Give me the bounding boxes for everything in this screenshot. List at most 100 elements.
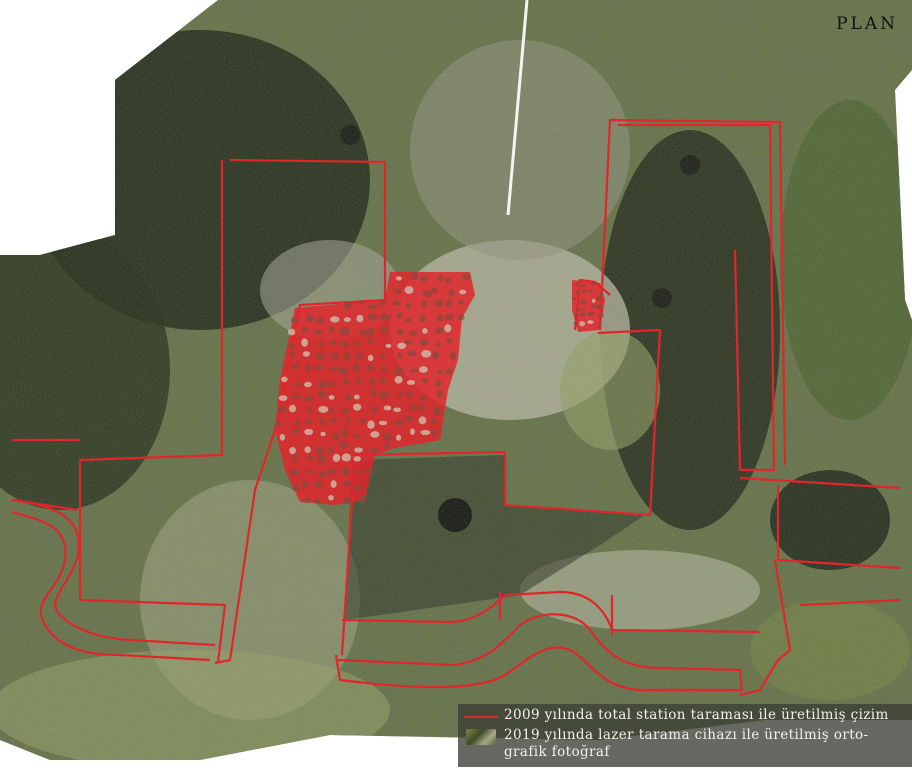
paving-stone (445, 368, 453, 375)
paving-stone (595, 304, 603, 310)
paving-stone (343, 352, 351, 360)
paving-stone (330, 480, 337, 488)
paving-stone (343, 480, 352, 487)
paving-stone (318, 340, 324, 347)
paving-stone (341, 467, 350, 476)
paving-stone (328, 495, 334, 501)
paving-stone (575, 282, 579, 287)
paving-stone (431, 287, 438, 293)
paving-stone (325, 382, 336, 387)
paving-stone (304, 419, 312, 425)
paving-stone (313, 499, 322, 504)
paving-stone (409, 404, 419, 411)
paving-stone (278, 405, 286, 414)
paving-stone (352, 341, 360, 346)
paving-stone (448, 288, 455, 298)
paving-stone (354, 468, 360, 474)
paving-stone (343, 317, 351, 322)
paving-stone (318, 470, 327, 478)
paving-stone (436, 314, 444, 322)
total-station-drawing (11, 118, 901, 697)
paving-stone (290, 317, 299, 324)
paving-stone (366, 327, 375, 337)
paving-stone (432, 407, 442, 416)
paving-stone (581, 283, 586, 288)
plan-title: PLAN (836, 14, 898, 34)
paving-stone (419, 405, 426, 412)
paving-stone (579, 298, 587, 305)
paving-stone (444, 277, 452, 284)
paving-stone (341, 408, 350, 414)
paving-stone (369, 378, 376, 385)
paving-stone (395, 288, 402, 294)
paving-stone (278, 395, 288, 401)
paving-stone (379, 353, 386, 358)
paving-stone (444, 324, 452, 333)
paving-stone (437, 369, 444, 375)
paving-stone (344, 416, 350, 422)
paving-stone (590, 304, 597, 308)
paving-stone (574, 313, 580, 318)
paving-area (572, 280, 605, 332)
paving-stone (354, 394, 360, 400)
legend-item-drawing: 2009 yılında total station taraması ile … (458, 707, 889, 724)
paving-stone (291, 363, 299, 370)
paving-stone (397, 352, 403, 359)
paving-stone (381, 366, 387, 373)
paving-stone (329, 366, 339, 372)
paving-stone (364, 468, 375, 475)
paving-stone (344, 394, 353, 401)
paving-stone (302, 351, 310, 357)
paving-stone (367, 354, 374, 362)
paving-stone (418, 338, 429, 346)
paving-stone (291, 429, 300, 434)
paving-stone (358, 495, 367, 504)
paving-stone-drawing (275, 271, 475, 505)
paving-stone (446, 299, 452, 308)
paving-stone (352, 484, 363, 491)
paving-stone (405, 416, 415, 422)
paving-stone (303, 395, 314, 402)
paving-stone (396, 312, 403, 319)
paving-stone (587, 311, 595, 317)
paving-stone (329, 325, 336, 334)
paving-stone (597, 313, 604, 318)
paving-stone (327, 468, 337, 475)
paving-stone (459, 289, 467, 295)
paving-stone (317, 381, 327, 389)
paving-stone (288, 404, 297, 413)
paving-stone (575, 290, 581, 294)
paving-stone (587, 320, 594, 324)
paving-stone (410, 428, 415, 436)
paving-stone (419, 276, 429, 282)
paving-stone (279, 434, 286, 441)
paving-stone (343, 301, 352, 310)
paving-stone (599, 291, 604, 297)
paving-stone (306, 406, 313, 414)
paving-stone (305, 363, 311, 372)
map-legend: 2009 yılında total station taraması ile … (458, 704, 912, 767)
paving-stone (580, 289, 587, 294)
paving-stone (365, 364, 374, 372)
paving-stone (404, 318, 413, 323)
paving-stone (290, 469, 300, 476)
paving-stone (320, 431, 326, 437)
paving-stone (381, 325, 388, 334)
paving-stone (332, 432, 340, 441)
paving-stone (354, 377, 361, 383)
paving-stone (366, 337, 374, 344)
red-line-symbol (464, 716, 498, 718)
paving-stone (394, 375, 403, 384)
paving-stone (396, 434, 402, 441)
paving-stone (580, 307, 585, 311)
paving-stone (591, 282, 596, 286)
paving-stone (421, 300, 427, 308)
paving-stone (319, 418, 326, 425)
paving-stone (353, 456, 362, 462)
paving-stone (419, 314, 426, 323)
paving-stone (394, 366, 404, 375)
paving-stone (316, 446, 324, 455)
paving-stone (406, 380, 415, 385)
